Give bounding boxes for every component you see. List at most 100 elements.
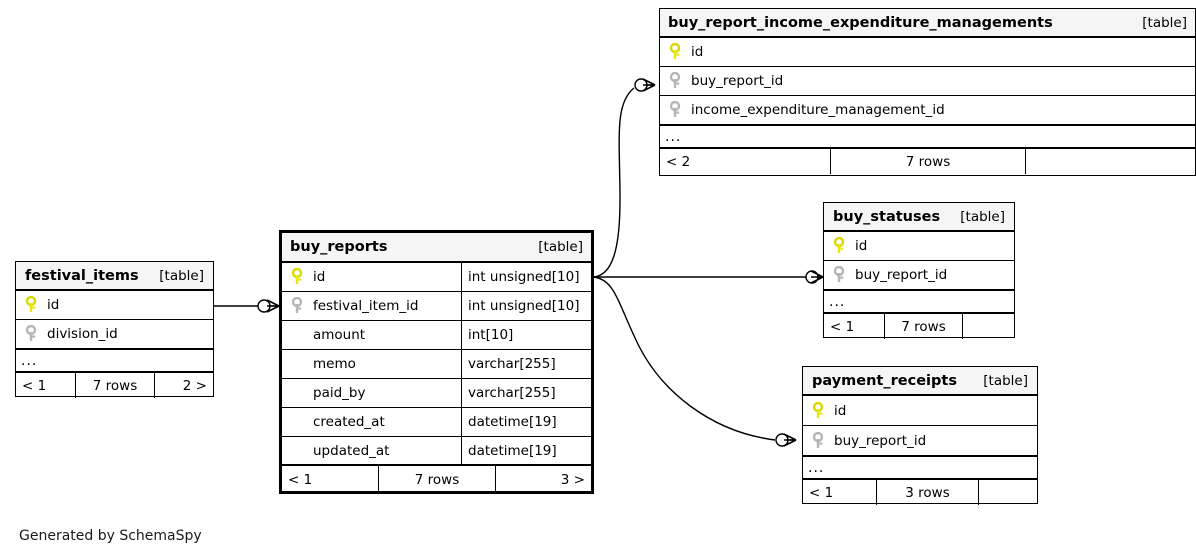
table-header: festival_items [table] xyxy=(16,262,213,291)
column-row[interactable]: created_at datetime[19] xyxy=(282,408,591,437)
column-row[interactable]: festival_item_id int unsigned[10] xyxy=(282,292,591,321)
column-label: paid_by xyxy=(313,385,366,401)
foreign-key-icon xyxy=(289,296,305,315)
table-name: buy_statuses xyxy=(833,208,941,225)
footer-parents-count[interactable]: < 2 xyxy=(666,153,691,170)
table-header: buy_reports [table] xyxy=(282,233,591,263)
footer-children-count[interactable]: 3 > xyxy=(495,466,591,493)
column-label: buy_report_id xyxy=(855,267,948,283)
column-name-cell: festival_item_id xyxy=(282,292,461,320)
column-label: id xyxy=(855,238,868,254)
footer-row-count: 7 rows xyxy=(884,314,962,339)
primary-key-icon xyxy=(667,42,683,61)
footer-children-count[interactable] xyxy=(962,314,1014,339)
column-label: income_expenditure_management_id xyxy=(691,102,945,118)
column-row[interactable]: id xyxy=(660,38,1195,67)
table-festival-items[interactable]: festival_items [table] id division_id ..… xyxy=(15,261,214,398)
table-buy-reports[interactable]: buy_reports [table] id int unsigned[10] … xyxy=(279,230,594,494)
column-name-cell: id xyxy=(824,232,1014,260)
column-name-cell: buy_report_id xyxy=(660,67,1195,95)
table-type-tag: [table] xyxy=(538,239,583,255)
column-name-cell: paid_by xyxy=(282,379,461,407)
footer-row-count: 7 rows xyxy=(75,373,154,398)
ellipsis-label: ... xyxy=(829,293,846,310)
foreign-key-icon xyxy=(667,71,683,90)
edge-buy-reports-to-payment-receipts xyxy=(592,276,797,447)
edge-buy-reports-to-buy-statuses xyxy=(593,270,824,284)
table-type-tag: [table] xyxy=(159,267,204,284)
footer-row-count: 3 rows xyxy=(876,480,978,505)
column-row[interactable]: buy_report_id xyxy=(660,67,1195,96)
column-type: varchar[255] xyxy=(461,350,591,378)
footer-children-count[interactable]: 2 > xyxy=(154,373,213,398)
ellipsis-label: ... xyxy=(21,352,38,369)
primary-key-icon xyxy=(289,267,305,286)
footer-row-count: 7 rows xyxy=(830,149,1025,174)
column-name-cell: buy_report_id xyxy=(803,426,1037,455)
table-footer: < 1 7 rows 2 > xyxy=(16,373,213,398)
table-footer: < 1 7 rows 3 > xyxy=(282,466,591,493)
column-label: created_at xyxy=(313,414,385,430)
column-type: int[10] xyxy=(461,321,591,349)
foreign-key-icon xyxy=(810,431,826,450)
more-columns-indicator: ... xyxy=(16,349,213,373)
column-name-cell: id xyxy=(660,38,1195,66)
column-row[interactable]: amount int[10] xyxy=(282,321,591,350)
column-row[interactable]: updated_at datetime[19] xyxy=(282,437,591,466)
column-row[interactable]: id xyxy=(16,291,213,320)
column-type: varchar[255] xyxy=(461,379,591,407)
column-name-cell: memo xyxy=(282,350,461,378)
more-columns-indicator: ... xyxy=(824,290,1014,314)
column-type: datetime[19] xyxy=(461,437,591,464)
column-row[interactable]: buy_report_id xyxy=(824,261,1014,290)
column-name-cell: id xyxy=(16,291,213,319)
ellipsis-label: ... xyxy=(808,459,825,476)
footer-parents-count[interactable]: < 1 xyxy=(830,318,855,335)
column-label: amount xyxy=(313,327,366,343)
footer-children-count[interactable] xyxy=(1025,149,1195,174)
column-row[interactable]: division_id xyxy=(16,320,213,349)
column-label: festival_item_id xyxy=(313,298,419,314)
column-name-cell: id xyxy=(803,396,1037,425)
footer-children-count[interactable] xyxy=(978,480,1037,505)
column-row[interactable]: memo varchar[255] xyxy=(282,350,591,379)
column-row[interactable]: buy_report_id xyxy=(803,426,1037,456)
table-type-tag: [table] xyxy=(1142,14,1187,31)
column-row[interactable]: id int unsigned[10] xyxy=(282,263,591,292)
generator-note: Generated by SchemaSpy xyxy=(19,528,202,544)
footer-parents-count[interactable]: < 1 xyxy=(288,471,313,488)
column-name-cell: buy_report_id xyxy=(824,261,1014,289)
column-label: buy_report_id xyxy=(691,73,784,89)
edge-festival-items-to-buy-reports xyxy=(214,299,280,313)
footer-row-count: 7 rows xyxy=(378,466,495,493)
table-name: buy_report_income_expenditure_management… xyxy=(668,14,1053,31)
table-header: payment_receipts [table] xyxy=(803,367,1037,396)
table-footer: < 1 3 rows xyxy=(803,480,1037,505)
table-name: festival_items xyxy=(25,267,139,284)
table-name: payment_receipts xyxy=(812,372,957,389)
column-label: memo xyxy=(313,356,356,372)
table-header: buy_statuses [table] xyxy=(824,203,1014,232)
foreign-key-icon xyxy=(667,100,683,119)
table-payment-receipts[interactable]: payment_receipts [table] id buy_report_i… xyxy=(802,366,1038,505)
column-row[interactable]: id xyxy=(803,396,1037,426)
column-type: int unsigned[10] xyxy=(461,263,591,291)
table-buy-statuses[interactable]: buy_statuses [table] id buy_report_id ..… xyxy=(823,202,1015,339)
footer-parents-count[interactable]: < 1 xyxy=(809,484,834,501)
column-name-cell: amount xyxy=(282,321,461,349)
primary-key-icon xyxy=(810,401,826,420)
column-label: id xyxy=(834,402,847,419)
more-columns-indicator: ... xyxy=(660,125,1195,149)
column-type: datetime[19] xyxy=(461,408,591,436)
table-type-tag: [table] xyxy=(960,208,1005,225)
column-row[interactable]: id xyxy=(824,232,1014,261)
footer-parents-count[interactable]: < 1 xyxy=(22,377,47,394)
table-buy-report-income-expenditure-managements[interactable]: buy_report_income_expenditure_management… xyxy=(659,8,1196,176)
ellipsis-label: ... xyxy=(665,128,682,145)
table-header: buy_report_income_expenditure_management… xyxy=(660,9,1195,38)
column-row[interactable]: income_expenditure_management_id xyxy=(660,96,1195,125)
primary-key-icon xyxy=(831,236,847,255)
column-row[interactable]: paid_by varchar[255] xyxy=(282,379,591,408)
table-footer: < 2 7 rows xyxy=(660,149,1195,174)
